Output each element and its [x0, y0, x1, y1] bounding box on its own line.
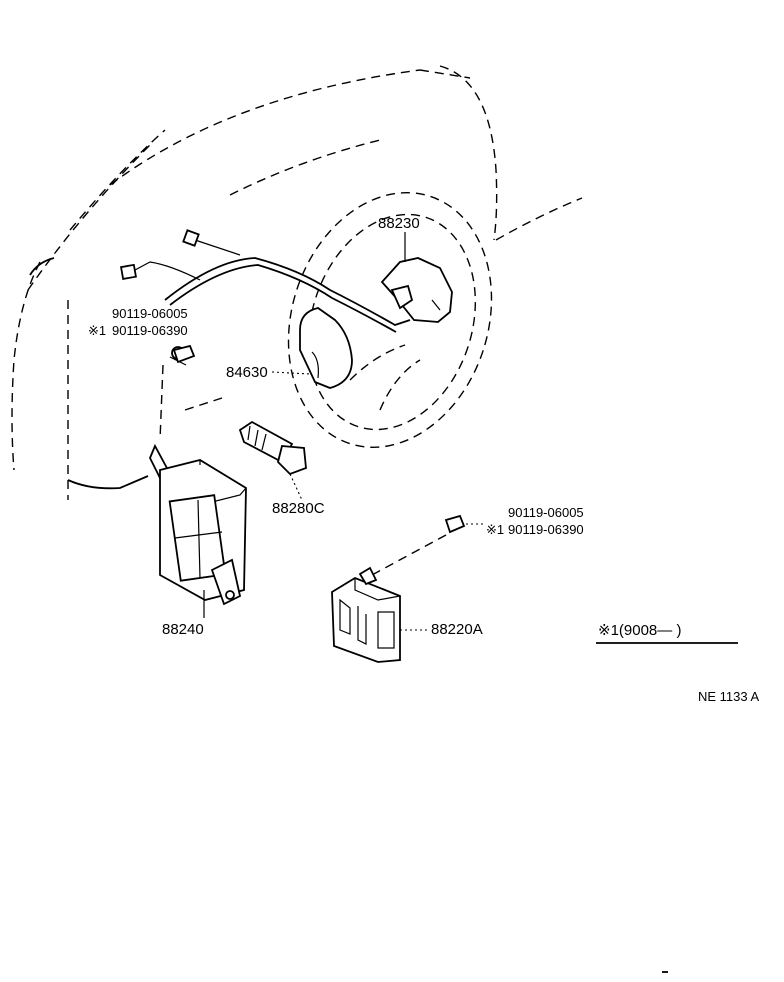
steering-wheel-outline	[287, 192, 493, 448]
bolt-lower-alt-mark: ※1	[486, 522, 504, 537]
bolt-upper-shape	[159, 344, 196, 441]
wire-harness	[120, 229, 411, 366]
diagram-code: NE 1133 A	[698, 689, 760, 704]
part-88280c-shape	[238, 420, 307, 501]
bolt-upper-std-number: 90119-06005	[112, 306, 188, 321]
part-88230-shape	[380, 232, 453, 323]
dashboard-outline	[11, 65, 583, 500]
part-88220a-shape	[331, 566, 428, 663]
part-84630-shape	[271, 307, 353, 389]
bolt-lower-shape	[371, 514, 486, 576]
label-88280c: 88280C	[272, 500, 325, 517]
bolt-lower-std-number: 90119-06005	[508, 505, 584, 520]
bolt-upper-alt-number: 90119-06390	[112, 323, 188, 338]
bolt-upper-alt-mark: ※1	[88, 323, 106, 338]
part-88240-shape	[149, 443, 247, 618]
bolt-lower-alt-number: 90119-06390	[508, 522, 584, 537]
label-84630: 84630	[226, 364, 268, 381]
label-88220a: 88220A	[431, 621, 483, 638]
label-88240: 88240	[162, 621, 204, 638]
applicability-note: ※1(9008— )	[598, 622, 681, 639]
label-88230: 88230	[378, 215, 420, 232]
